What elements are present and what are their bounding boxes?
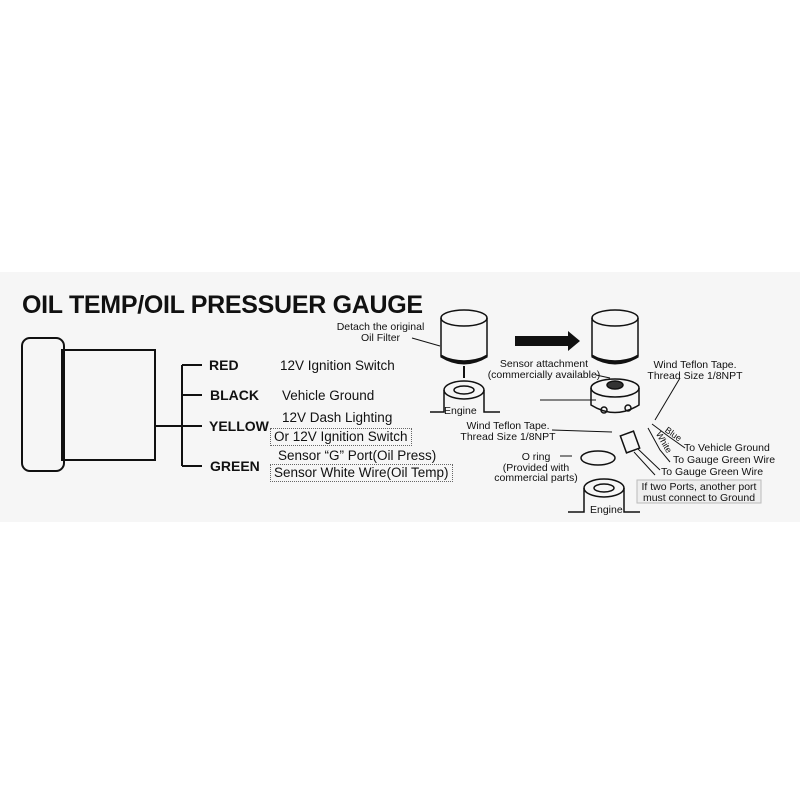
- note-line-2: must connect to Ground: [642, 491, 756, 504]
- tape-line-1: Wind Teflon Tape.: [466, 420, 550, 432]
- note-box: [636, 479, 762, 504]
- sensor-attachment-label: Sensor attachment(commercially available…: [484, 359, 604, 380]
- o-ring-icon: [580, 450, 616, 466]
- oring-line-1: O ring: [521, 451, 551, 463]
- tape-line-2: Thread Size 1/8NPT: [460, 430, 556, 443]
- tape-line-1: Wind Teflon Tape.: [653, 359, 737, 371]
- wire-red-desc: 12V Ignition Switch: [280, 358, 395, 373]
- sensor-icon: [619, 423, 686, 476]
- page-title: OIL TEMP/OIL PRESSUER GAUGE: [22, 291, 423, 319]
- engine-mount-icon: [568, 478, 640, 513]
- engine-label: Engine: [444, 405, 477, 417]
- oil-filter-icon: [591, 309, 639, 365]
- wire-yellow-desc: 12V Dash Lighting: [282, 410, 393, 425]
- engine-mount-icon: [430, 380, 500, 413]
- wire-black-desc: Vehicle Ground: [282, 388, 375, 403]
- wire-green-label: GREEN: [210, 458, 260, 474]
- sensor-line-1: Sensor attachment: [499, 358, 589, 370]
- sensor-adapter-icon: [590, 378, 640, 414]
- wire-harness: [155, 364, 202, 467]
- detach-line-2: Oil Filter: [360, 331, 401, 344]
- note-line-1: If two Ports, another port: [641, 481, 757, 493]
- detach-line-1: Detach the original: [336, 321, 425, 333]
- teflon-label-left: Wind Teflon Tape.Thread Size 1/8NPT: [458, 421, 558, 442]
- big-arrow-icon: [515, 331, 580, 351]
- tape-line-2: Thread Size 1/8NPT: [647, 369, 743, 382]
- teflon-label-right: Wind Teflon Tape.Thread Size 1/8NPT: [640, 360, 750, 381]
- oil-filter-icon: [440, 309, 488, 365]
- oring-line-3: commercial parts): [494, 472, 578, 484]
- to-ground-label: To Vehicle Ground: [684, 442, 770, 454]
- pointer-lines: [540, 374, 681, 457]
- wire-red-label: RED: [209, 357, 239, 373]
- wire-black-label: BLACK: [210, 387, 259, 403]
- wire-yellow-alt: Or 12V Ignition Switch: [270, 428, 412, 446]
- wire-yellow-label: YELLOW: [209, 418, 269, 434]
- pointer-line: [411, 337, 441, 347]
- gauge-icon: [21, 337, 156, 472]
- to-green-label-1: To Gauge Green Wire: [673, 454, 776, 466]
- oring-line-2: (Provided with: [502, 461, 570, 474]
- engine-label-2: Engine: [590, 504, 623, 516]
- to-green-label-2: To Gauge Green Wire: [661, 466, 764, 478]
- wire-green-alt: Sensor White Wire(Oil Temp): [270, 464, 453, 482]
- wire-green-desc: Sensor “G” Port(Oil Press): [278, 448, 437, 463]
- sensor-line-2: (commercially available): [487, 368, 601, 381]
